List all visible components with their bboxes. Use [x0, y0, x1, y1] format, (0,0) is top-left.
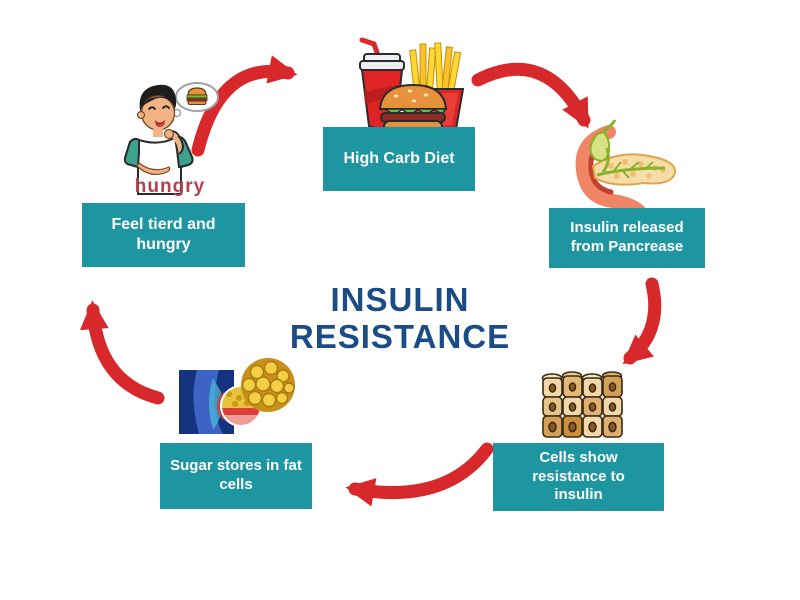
- burger-thought-icon: [186, 87, 208, 105]
- hungry-caption: hungry: [134, 176, 206, 197]
- hungry-person-illustration: [123, 82, 219, 195]
- arrow-pancreas-to-cells: [622, 277, 662, 365]
- fast-food-illustration: [359, 37, 465, 133]
- node-insulin-released: Insulin released from Pancrease: [549, 208, 705, 268]
- gallbladder-icon: [589, 119, 617, 173]
- node-feel-tired-label: Feel tierd and hungry: [111, 216, 216, 253]
- node-insulin-released-label: Insulin released from Pancrease: [570, 219, 684, 255]
- tissue-cells-illustration: [541, 371, 623, 438]
- page-title: INSULIN RESISTANCE: [270, 283, 530, 357]
- fat-cells-illustration: [179, 358, 295, 434]
- node-high-carb-diet-label: High Carb Diet: [343, 150, 455, 167]
- page-title-line1: INSULIN: [330, 281, 470, 318]
- person-icon: [123, 84, 194, 195]
- adipocytes-icon: [241, 358, 295, 412]
- node-cells-resist-label: Cells show resistance to insulin: [532, 448, 625, 504]
- page-title-line2: RESISTANCE: [289, 318, 511, 355]
- node-sugar-stores-label: Sugar stores in fat cells: [170, 457, 302, 493]
- node-sugar-stores: Sugar stores in fat cells: [160, 443, 312, 509]
- node-cells-resist: Cells show resistance to insulin: [493, 443, 664, 511]
- node-feel-tired: Feel tierd and hungry: [82, 203, 245, 267]
- pancreas-illustration: [575, 119, 677, 223]
- arrow-sugar-stores-to-feel-tired: [79, 300, 165, 405]
- node-high-carb-diet: High Carb Diet: [323, 127, 475, 191]
- thought-bubble-icon: [168, 82, 219, 123]
- burger-icon: [378, 83, 448, 133]
- arrow-cells-to-sugar-stores: [345, 442, 494, 507]
- arrow-high-carb-to-pancreas: [471, 62, 591, 129]
- pancreas-body-icon: [591, 153, 677, 186]
